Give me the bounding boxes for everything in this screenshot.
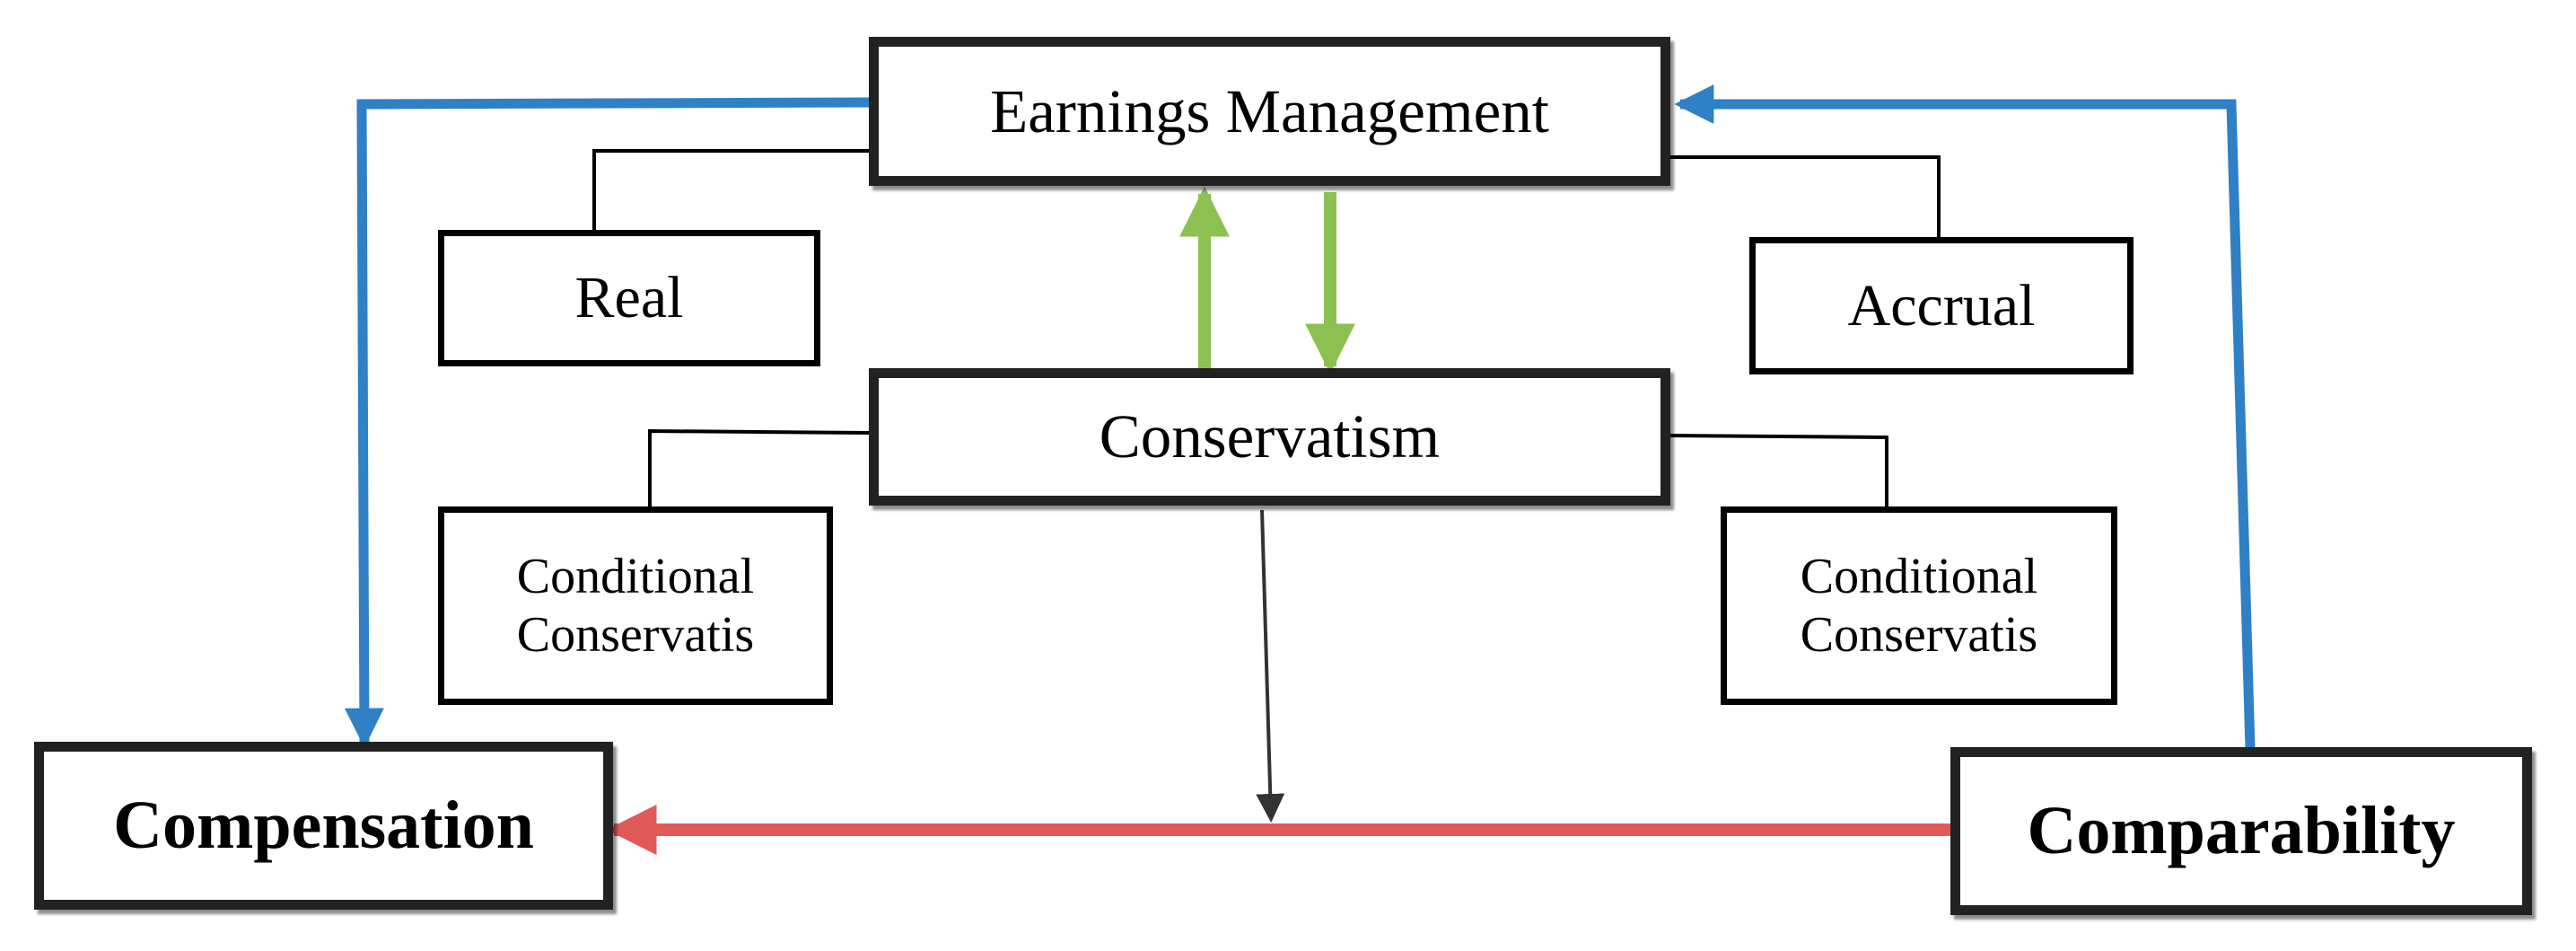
arrow-comparability-to-earnings [1674, 84, 2256, 750]
node-accrual: Accrual [1749, 237, 2134, 374]
node-earnings-management: Earnings Management [869, 37, 1670, 186]
node-conditional-left-line2: Conservatis [516, 606, 755, 663]
node-conservatism: Conservatism [869, 368, 1670, 506]
node-comparability-label: Comparability [2027, 792, 2456, 868]
node-conditional-left-label: Conditional Conservatis [517, 548, 754, 665]
node-compensation: Compensation [34, 742, 613, 910]
node-conservatism-label: Conservatism [1099, 402, 1441, 471]
connector-conservatism-conditional-left [648, 428, 872, 510]
node-real: Real [438, 230, 820, 366]
node-conditional-right-line1: Conditional [1800, 548, 2038, 604]
connector-em-accrual [1668, 155, 1941, 239]
node-compensation-label: Compensation [113, 787, 534, 863]
node-real-label: Real [574, 265, 684, 331]
node-conditional-left-line1: Conditional [516, 548, 755, 604]
connector-conservatism-conditional-right [1667, 434, 1888, 510]
arrow-conservatism-moderation [1256, 509, 1285, 823]
node-conditional-conservatism-right: Conditional Conservatis [1721, 506, 2117, 705]
arrow-earnings-to-compensation [344, 97, 872, 748]
node-conditional-right-label: Conditional Conservatis [1801, 548, 2037, 665]
node-earnings-management-label: Earnings Management [990, 76, 1549, 145]
node-conditional-conservatism-left: Conditional Conservatis [438, 506, 833, 705]
node-accrual-label: Accrual [1847, 272, 2036, 339]
node-conditional-right-line2: Conservatis [1800, 606, 2038, 663]
node-comparability: Comparability [1950, 747, 2532, 915]
connector-em-real [592, 149, 871, 232]
